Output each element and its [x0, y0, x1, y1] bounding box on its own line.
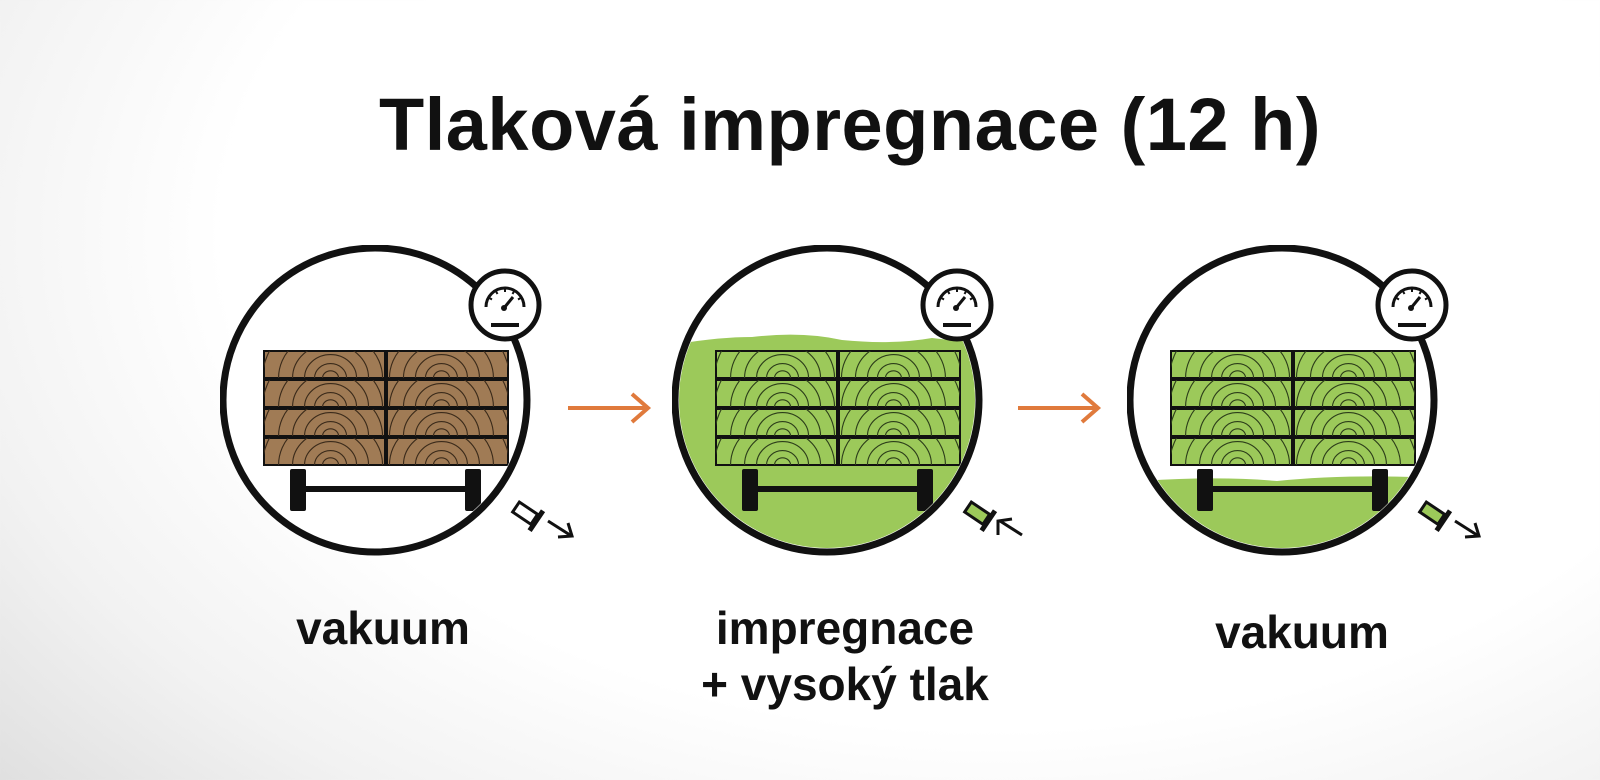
valve-icon [1417, 499, 1453, 533]
valve-icon [962, 499, 998, 533]
cart-axle [742, 469, 933, 511]
wood-plank [838, 408, 961, 437]
wood-plank [838, 437, 961, 466]
wood-plank [1170, 379, 1293, 408]
stage-2-sublabel: + vysoký tlak [701, 658, 989, 710]
wood-plank [386, 379, 509, 408]
wood-plank [386, 437, 509, 466]
pressure-gauge-icon [920, 268, 994, 342]
flow-arrow-icon [1454, 519, 1481, 539]
chamber-diagram-2 [672, 245, 1023, 556]
wood-plank [1170, 408, 1293, 437]
wood-plank [715, 437, 838, 466]
process-arrow-icon [566, 388, 656, 433]
process-arrow-icon [1016, 388, 1106, 433]
wood-plank [386, 408, 509, 437]
chamber-contents [1134, 350, 1430, 548]
stage-3-label: vakuum [1215, 606, 1389, 658]
stage-2-label: impregnace [715, 602, 975, 654]
stage-1-label: vakuum [296, 602, 470, 654]
wood-plank [1293, 437, 1416, 466]
wood-plank [263, 408, 386, 437]
chamber-ring [1127, 245, 1438, 556]
wood-plank [1293, 379, 1416, 408]
cart-axle [290, 469, 481, 511]
page-title: Tlaková impregnace (12 h) [379, 83, 1321, 166]
wood-plank [1293, 408, 1416, 437]
wood-plank [263, 437, 386, 466]
wood-plank [1170, 437, 1293, 466]
stage-label-vacuum-1: vakuum [233, 600, 533, 656]
stage-vacuum-2 [1127, 245, 1507, 575]
wood-plank [715, 350, 838, 379]
cart-axle [1197, 469, 1388, 511]
stage-vacuum-1 [220, 245, 600, 575]
valve-icon [510, 499, 546, 533]
chamber-contents [679, 334, 975, 548]
wood-plank [1170, 350, 1293, 379]
stage-label-impregnation: impregnace + vysoký tlak [670, 600, 1020, 712]
chamber-diagram-3 [1127, 245, 1481, 556]
wood-plank [715, 379, 838, 408]
chamber-ring [220, 245, 531, 556]
wood-plank [263, 379, 386, 408]
flow-arrow-icon [996, 517, 1023, 537]
stage-impregnation [672, 245, 1052, 575]
wood-plank [386, 350, 509, 379]
wood-plank [1293, 350, 1416, 379]
stage-label-vacuum-2: vakuum [1152, 604, 1452, 660]
pressure-gauge-icon [1375, 268, 1449, 342]
pressure-gauge-icon [468, 268, 542, 342]
wood-plank [838, 350, 961, 379]
wood-plank [263, 350, 386, 379]
chamber-contents [263, 350, 509, 511]
wood-plank [715, 408, 838, 437]
chamber-diagram-1 [220, 245, 574, 556]
flow-arrow-icon [547, 519, 574, 539]
wood-plank [838, 379, 961, 408]
chamber-ring [672, 245, 983, 556]
